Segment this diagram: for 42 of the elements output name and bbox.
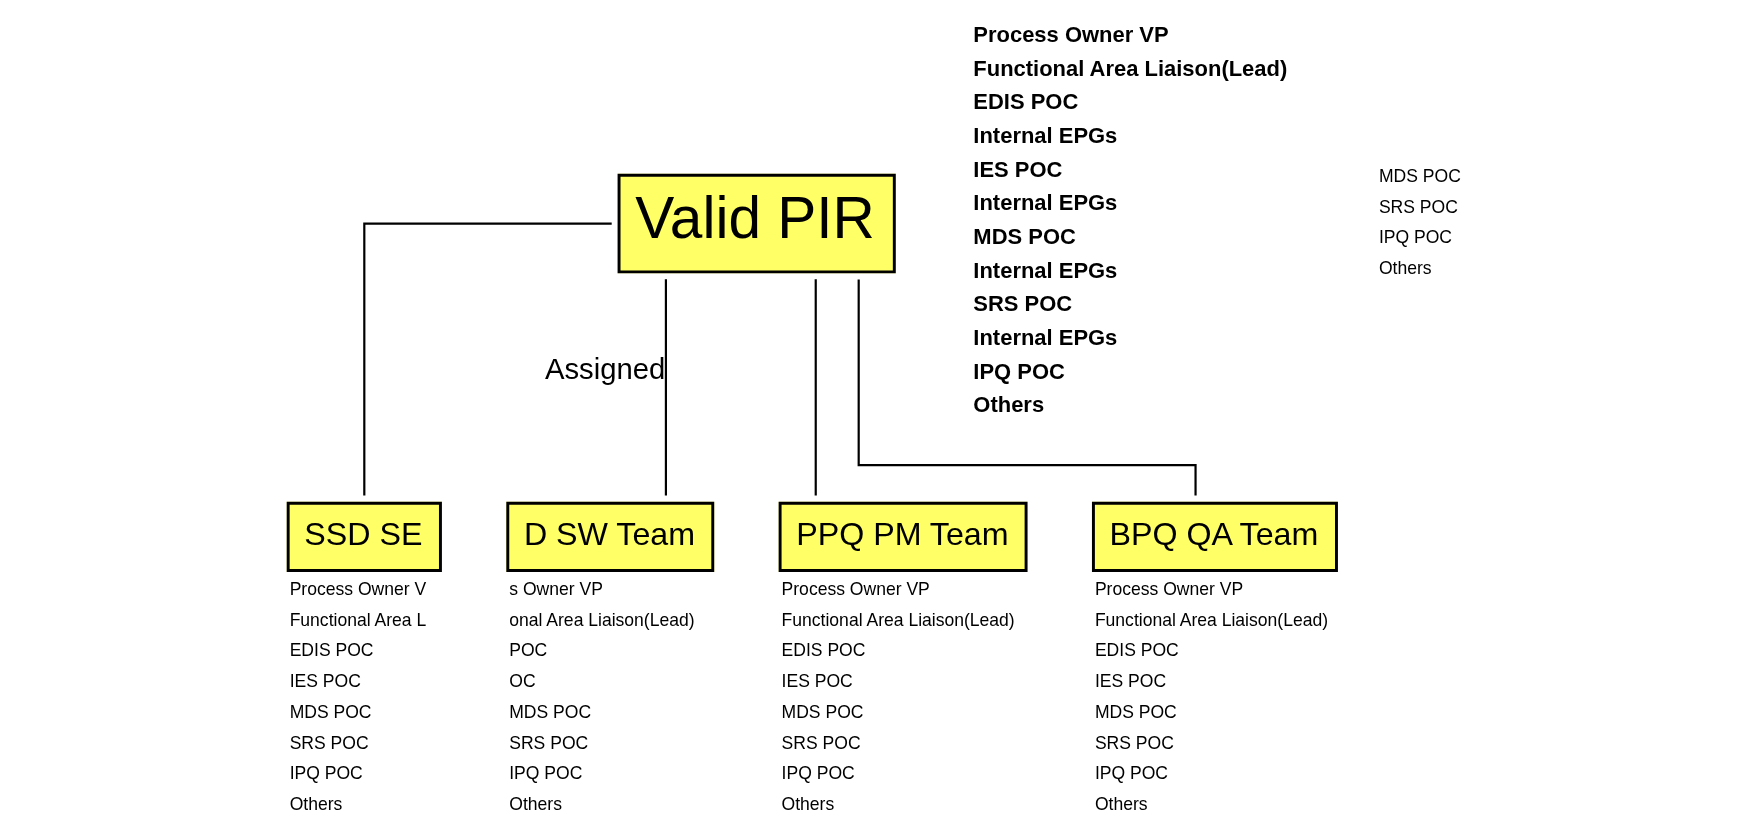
node-label: IES POC	[289, 671, 361, 692]
connector	[362, 222, 612, 496]
node-label: SRS POC	[289, 732, 369, 753]
node-label: Process Owner VP	[781, 578, 930, 599]
node-label: IES POC	[781, 671, 853, 692]
node-label: MDS POC	[289, 701, 372, 722]
label: SRS POC	[1378, 196, 1458, 217]
node-label: OC	[508, 671, 536, 692]
node-label: onal Area Liaison(Lead)	[508, 609, 695, 630]
label: MDS POC	[1378, 165, 1461, 186]
node-label: SRS POC	[1094, 732, 1174, 753]
node-label: IPQ POC	[1094, 763, 1168, 784]
node-label: Process Owner V	[289, 578, 426, 599]
node-label: Others	[508, 794, 562, 815]
node-label: EDIS POC	[1094, 640, 1179, 661]
node-label: EDIS POC	[289, 640, 373, 661]
node-label: Functional Area Liaison(Lead)	[1094, 609, 1328, 630]
connector	[857, 279, 1197, 496]
node-label: Others	[781, 794, 834, 815]
connector	[664, 279, 667, 496]
node-label: MDS POC	[781, 701, 863, 722]
node-label: Functional Area L	[289, 609, 426, 630]
node-label: SRS POC	[508, 732, 588, 753]
connector	[814, 279, 817, 496]
node-label: MDS POC	[508, 701, 591, 722]
label: Others	[1378, 258, 1432, 279]
node-text: Process Owner VP Functional Area Liaison(Lead) EDIS POC Internal EPGs IES POC Internal EPGs MDS POC Internal EPGs SRS POC Internal EPGs IPQ POC Others	[972, 22, 1287, 418]
node-label: IPQ POC	[781, 763, 855, 784]
node-label: Others	[289, 794, 342, 815]
edge-label: Assigned	[544, 351, 665, 385]
node-label: s Owner VP	[508, 578, 603, 599]
node-label: EDIS POC	[781, 640, 865, 661]
node-label: IPQ POC	[508, 763, 582, 784]
node-label: POC	[508, 640, 547, 661]
node-label: IPQ POC	[289, 763, 363, 784]
node-label: Others	[1094, 794, 1148, 815]
node-label: IES POC	[1094, 671, 1166, 692]
node-label: SRS POC	[781, 732, 861, 753]
node-label: Process Owner VP	[1094, 578, 1243, 599]
node-label: Functional Area Liaison(Lead)	[781, 609, 1015, 630]
label: IPQ POC	[1378, 227, 1452, 248]
node-label: MDS POC	[1094, 701, 1177, 722]
